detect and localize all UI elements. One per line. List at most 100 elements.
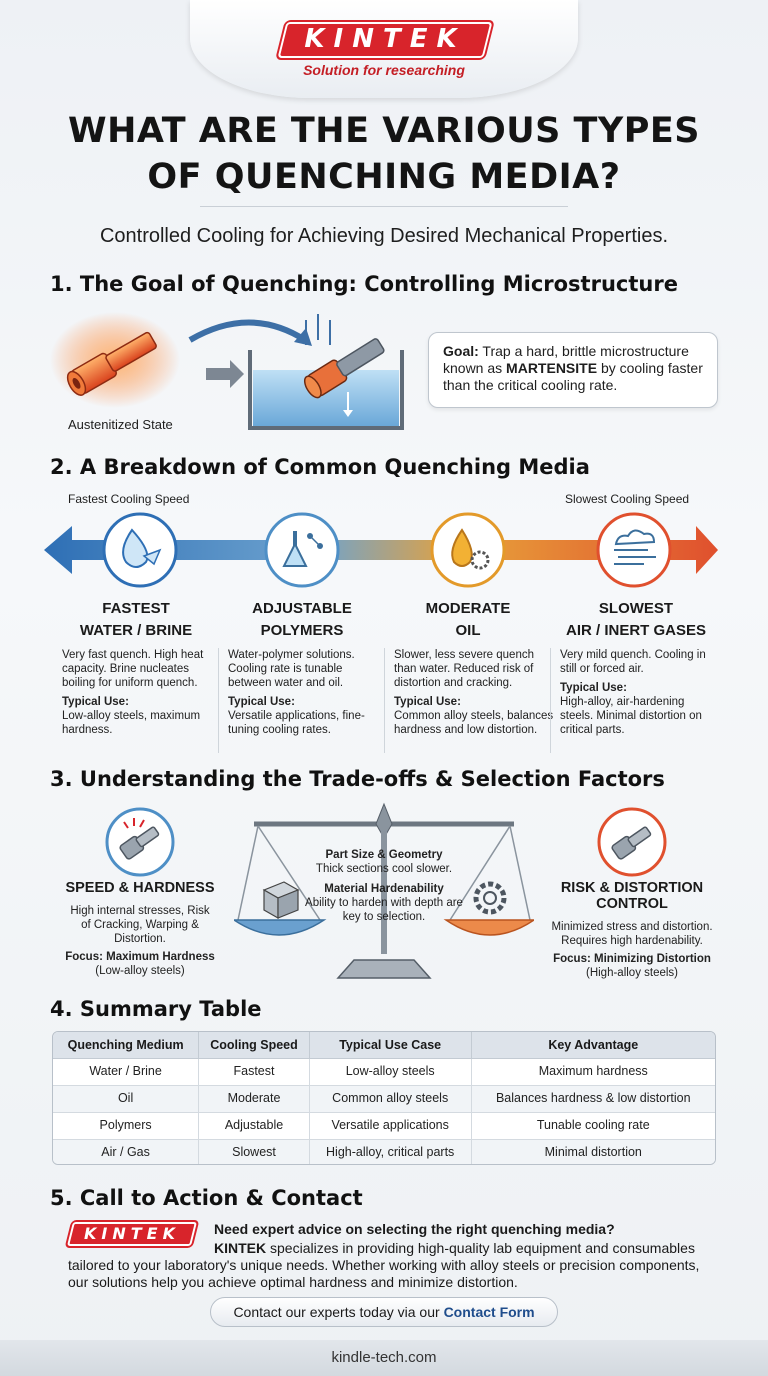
media-head-air: SLOWEST AIR / INERT GASES — [556, 598, 716, 642]
cracked-part-icon — [105, 807, 175, 877]
speed-hardness-title: SPEED & HARDNESS — [65, 880, 215, 896]
summary-table: Quenching Medium Cooling Speed Typical U… — [52, 1031, 716, 1165]
media-head-water: FASTEST WATER / BRINE — [56, 598, 216, 642]
table-cell: Maximum hardness — [471, 1058, 715, 1086]
contact-button-text: Contact our experts today via our — [233, 1304, 440, 1320]
footer-url[interactable]: kindle-tech.com — [0, 1340, 768, 1376]
typical-use-label: Typical Use: — [560, 682, 627, 694]
subtitle: Controlled Cooling for Achieving Desired… — [99, 225, 669, 247]
tagline: Solution for researching — [303, 62, 465, 78]
media-desc-polymers: Water-polymer solutions. Cooling rate is… — [228, 648, 388, 737]
table-cell: Fastest — [198, 1058, 310, 1086]
table-cell: Balances hardness & low distortion — [471, 1085, 715, 1113]
media-name-label: OIL — [455, 622, 481, 639]
section-5-heading: 5. Call to Action & Contact — [50, 1186, 363, 1210]
oil-drop-gear-icon — [430, 512, 506, 588]
table-header-row: Quenching Medium Cooling Speed Typical U… — [53, 1032, 715, 1059]
table-cell: Oil — [53, 1085, 200, 1113]
section-2-heading: 2. A Breakdown of Common Quenching Media — [50, 455, 590, 479]
page-title: WHAT ARE THE VARIOUS TYPES OF QUENCHING … — [30, 108, 738, 200]
table-cell: Low-alloy steels — [309, 1058, 472, 1086]
table-row: Water / Brine Fastest Low-alloy steels M… — [53, 1058, 715, 1086]
part-size-title: Part Size & Geometry — [325, 849, 443, 861]
goal-text-a: Trap a hard, brittle microstructure know… — [443, 343, 689, 376]
media-speed-label: ADJUSTABLE — [252, 600, 352, 617]
column-divider — [218, 648, 219, 753]
table-cell: Water / Brine — [53, 1058, 200, 1086]
title-line-2: OF QUENCHING MEDIA? — [147, 157, 621, 197]
risk-title-line-2: CONTROL — [596, 896, 668, 912]
water-drop-icon — [102, 512, 178, 588]
typical-use-text: Versatile applications, fine-tuning cool… — [228, 710, 365, 736]
cta-body-text: specializes in providing high-quality la… — [68, 1240, 700, 1290]
machined-part-icon — [597, 807, 667, 877]
table-cell: Versatile applications — [309, 1112, 472, 1140]
table-cell: Minimal distortion — [471, 1139, 715, 1164]
table-row: Oil Moderate Common alloy steels Balance… — [53, 1085, 715, 1113]
balance-scale-illustration — [234, 802, 534, 979]
slowest-speed-label: Slowest Cooling Speed — [565, 492, 690, 506]
contact-button[interactable]: Contact our experts today via our Contac… — [210, 1297, 558, 1327]
summary-table-grid: Quenching Medium Cooling Speed Typical U… — [53, 1032, 715, 1164]
cta-body: KINTEK specializes in providing high-qua… — [68, 1240, 708, 1291]
hardenability-factor: Material Hardenability Ability to harden… — [300, 882, 468, 924]
media-name-label: AIR / INERT GASES — [565, 622, 707, 639]
kintek-cta-logo-text: KINTEK — [84, 1224, 180, 1243]
hot-rod-icon — [50, 312, 180, 408]
quench-tank-icon — [248, 314, 404, 430]
table-cell: Moderate — [198, 1085, 310, 1113]
media-head-oil: MODERATE OIL — [388, 598, 548, 642]
focus-note: (Low-alloy steels) — [95, 965, 185, 977]
risk-distortion-body: Minimized stress and distortion. Require… — [551, 921, 713, 947]
table-cell: Air / Gas — [53, 1139, 200, 1164]
cta-question: Need expert advice on selecting the righ… — [214, 1221, 615, 1237]
gear-icon — [473, 881, 507, 915]
part-size-body: Thick sections cool slower. — [315, 863, 453, 875]
media-speed-label: FASTEST — [102, 600, 170, 617]
media-head-polymers: ADJUSTABLE POLYMERS — [222, 598, 382, 642]
table-cell: Tunable cooling rate — [471, 1112, 715, 1140]
media-desc-air: Very mild quench. Cooling in still or fo… — [560, 648, 720, 737]
column-divider — [550, 648, 551, 753]
goal-label: Goal: — [443, 343, 479, 359]
column-header: Quenching Medium — [53, 1032, 200, 1059]
hardenability-title: Material Hardenability — [324, 883, 444, 895]
typical-use-text: Low-alloy steels, maximum hardness. — [62, 710, 201, 736]
typical-use-label: Typical Use: — [62, 696, 129, 708]
hardenability-body: Ability to harden with depth are key to … — [305, 897, 463, 923]
part-size-factor: Part Size & Geometry Thick sections cool… — [292, 848, 476, 876]
contact-form-link[interactable]: Contact Form — [443, 1304, 535, 1320]
typical-use-label: Typical Use: — [394, 696, 461, 708]
martensite-keyword: MARTENSITE — [506, 360, 598, 376]
quenching-process-illustration — [50, 312, 404, 430]
title-divider — [200, 206, 568, 207]
media-name-label: WATER / BRINE — [79, 622, 193, 639]
goal-callout: Goal: Trap a hard, brittle microstructur… — [428, 332, 718, 408]
table-cell: High-alloy, critical parts — [309, 1139, 472, 1164]
column-header: Typical Use Case — [309, 1032, 472, 1059]
table-cell: Slowest — [198, 1139, 310, 1164]
media-description: Slower, less severe quench than water. R… — [394, 649, 534, 689]
media-desc-oil: Slower, less severe quench than water. R… — [394, 648, 554, 737]
media-name-label: POLYMERS — [260, 622, 344, 639]
risk-title-line-1: RISK & DISTORTION — [560, 880, 704, 896]
section-4-heading: 4. Summary Table — [50, 997, 262, 1021]
section-1-heading: 1. The Goal of Quenching: Controlling Mi… — [50, 272, 678, 296]
goal-text-b: by cooling faster than the critical cool… — [443, 360, 703, 393]
metal-cube-icon — [262, 881, 300, 920]
flask-molecule-icon — [264, 512, 340, 588]
cta-brand: KINTEK — [214, 1240, 267, 1256]
table-cell: Polymers — [53, 1112, 200, 1140]
focus-label: Focus: Maximum Hardness — [65, 951, 215, 963]
table-cell: Adjustable — [198, 1112, 310, 1140]
focus-label: Focus: Minimizing Distortion — [553, 953, 711, 965]
title-line-1: WHAT ARE THE VARIOUS TYPES — [67, 111, 701, 151]
risk-distortion-focus: Focus: Minimizing Distortion (High-alloy… — [540, 952, 724, 980]
kintek-logo-text: KINTEK — [304, 24, 466, 54]
table-row: Air / Gas Slowest High-alloy, critical p… — [53, 1139, 715, 1164]
media-description: Very fast quench. High heat capacity. Br… — [62, 649, 204, 689]
column-header: Key Advantage — [471, 1032, 715, 1059]
table-cell: Common alloy steels — [309, 1085, 472, 1113]
austenitized-state-label: Austenitized State — [68, 417, 173, 432]
media-desc-water: Very fast quench. High heat capacity. Br… — [62, 648, 222, 737]
